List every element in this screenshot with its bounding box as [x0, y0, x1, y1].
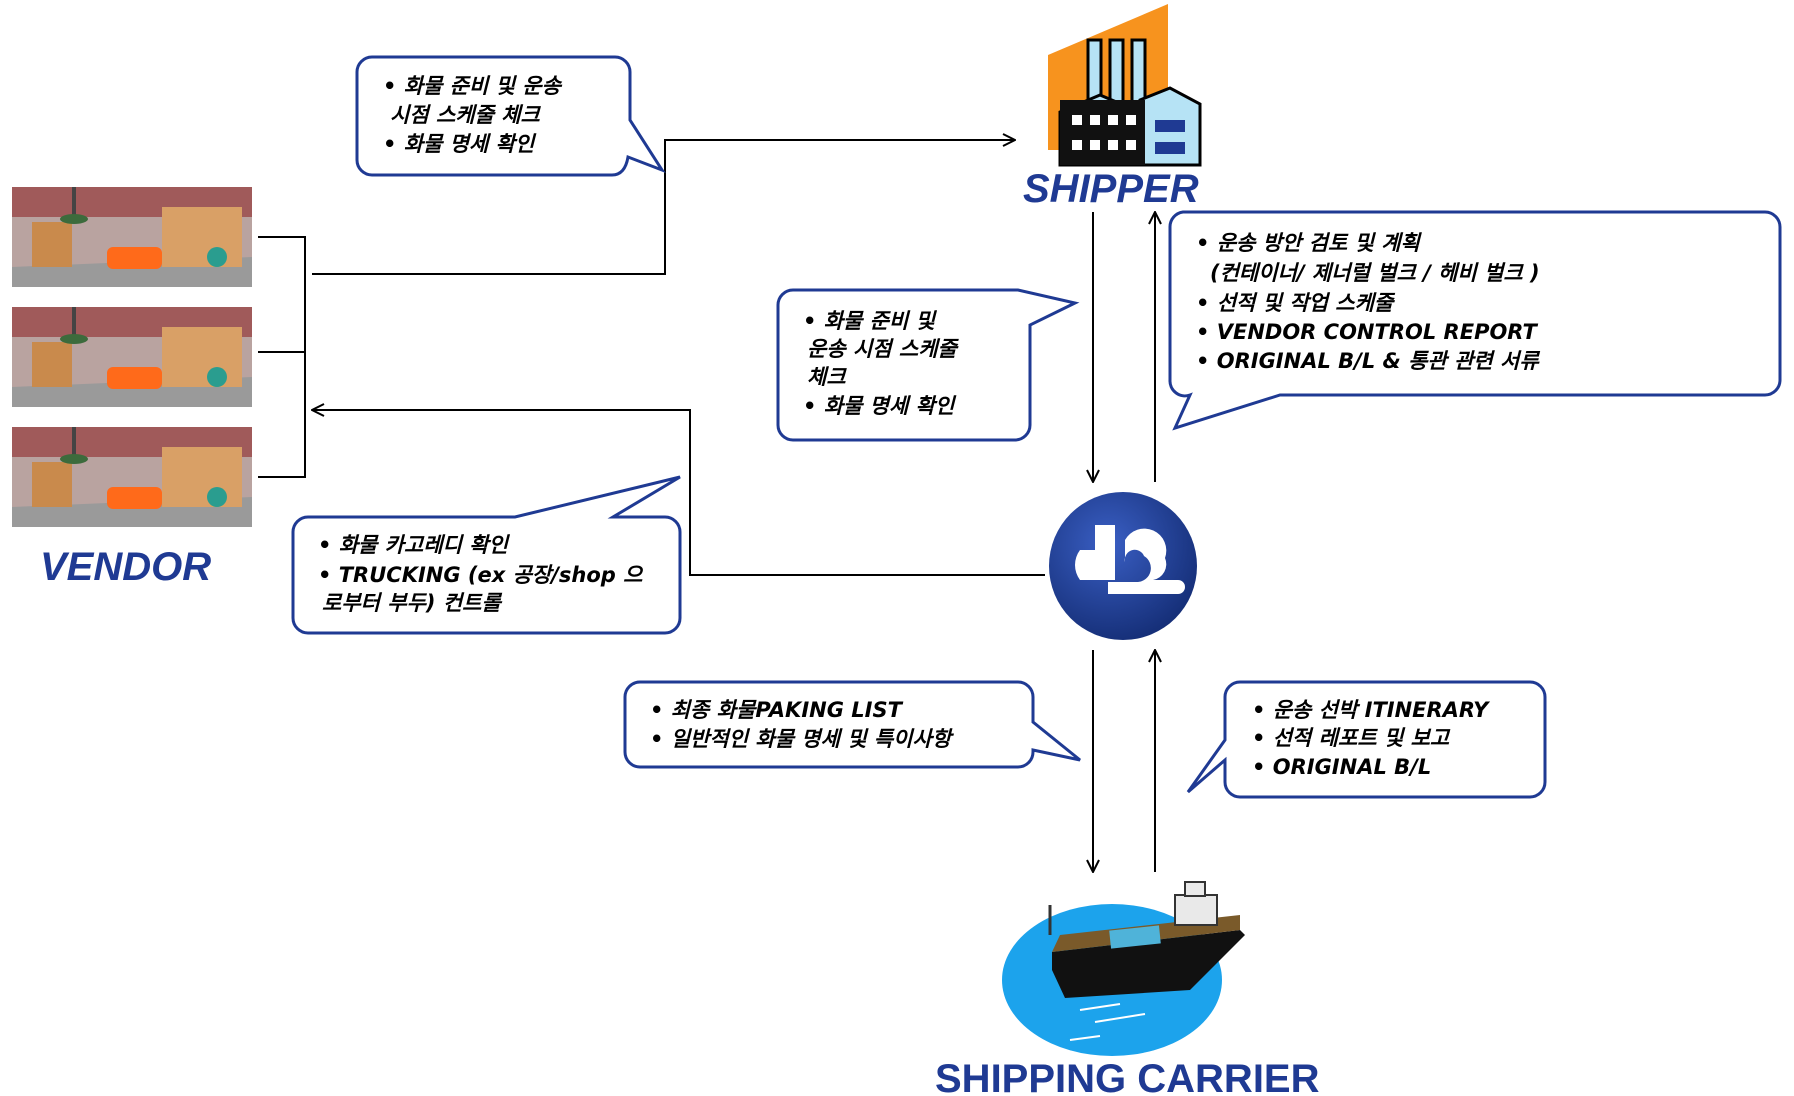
- svg-text:• ORIGINAL B/L: • ORIGINAL B/L: [1252, 755, 1431, 779]
- svg-text:• 선적 및 작업 스케줄: • 선적 및 작업 스케줄: [1196, 291, 1396, 315]
- callout-line: • 선적 레포트 및 보고: [1252, 726, 1451, 750]
- callout-line: • 화물 카고레디 확인: [318, 533, 511, 557]
- svg-text:• ORIGINAL B/L & 통관 관련 서류: • ORIGINAL B/L & 통관 관련 서류: [1196, 349, 1540, 373]
- svg-text:• 운송 선박 ITINERARY: • 운송 선박 ITINERARY: [1252, 698, 1490, 722]
- svg-text:체크: 체크: [807, 365, 847, 389]
- svg-text:• TRUCKING (ex 공장/shop 으: • TRUCKING (ex 공장/shop 으: [318, 563, 644, 587]
- svg-text:• 화물 준비 및 운송: • 화물 준비 및 운송: [383, 74, 563, 98]
- callout-line: 시점 스케줄 체크: [390, 103, 542, 127]
- callout-line: • TRUCKING (ex 공장/shop 으: [318, 563, 644, 587]
- ship-icon: [1002, 881, 1245, 1056]
- company-logo-icon: [1049, 492, 1197, 640]
- svg-text:• 일반적인 화물 명세 및 특이사항: • 일반적인 화물 명세 및 특이사항: [650, 727, 955, 751]
- callout-shipper-to-hub: • 화물 준비 및 운송 시점 스케줄 체크 • 화물 명세 확인: [776, 288, 1080, 442]
- warehouse-icon: [12, 187, 252, 287]
- callout-line: 체크: [807, 365, 847, 389]
- svg-text:운송 시점 스케줄: 운송 시점 스케줄: [807, 337, 960, 361]
- callout-hub-to-shipper: • 운송 방안 검토 및 계획 (컨테이너/ 제너럴 벌크 / 헤비 벌크 ) …: [1168, 210, 1782, 431]
- shipper-label: SHIPPER: [1023, 167, 1199, 211]
- arrow-vendor-to-shipper: [312, 140, 1015, 275]
- warehouse-icon: [12, 307, 252, 407]
- callout-line: • 화물 준비 및 운송: [383, 74, 563, 98]
- factory-icon: [1048, 4, 1202, 167]
- vendor-bracket: [258, 236, 306, 478]
- callout-vendor-to-shipper: • 화물 준비 및 운송 시점 스케줄 체크 • 화물 명세 확인: [355, 55, 666, 177]
- callout-hub-to-carrier: • 최종 화물PAKING LIST • 일반적인 화물 명세 및 특이사항: [623, 680, 1081, 769]
- callout-line: • VENDOR CONTROL REPORT: [1196, 320, 1539, 344]
- carrier-group: SHIPPING CARRIER: [935, 881, 1320, 1096]
- callout-line: • 최종 화물PAKING LIST: [650, 698, 904, 722]
- callout-hub-to-vendor: • 화물 카고레디 확인 • TRUCKING (ex 공장/shop 으 로부…: [291, 475, 682, 635]
- arrow-hub-to-vendor: [312, 410, 1045, 576]
- vendor-group: VENDOR: [12, 187, 252, 589]
- svg-text:• 운송 방안 검토 및 계획: • 운송 방안 검토 및 계획: [1196, 231, 1423, 255]
- svg-text:(컨테이너/ 제너럴 벌크 / 헤비 벌크 ): (컨테이너/ 제너럴 벌크 / 헤비 벌크 ): [1210, 261, 1540, 285]
- callout-line: • ORIGINAL B/L: [1252, 755, 1431, 779]
- callout-line: • 화물 명세 확인: [383, 132, 537, 156]
- callout-line: • 화물 준비 및: [803, 309, 938, 333]
- callout-line: • 선적 및 작업 스케줄: [1196, 291, 1396, 315]
- svg-text:• 화물 명세 확인: • 화물 명세 확인: [383, 132, 537, 156]
- callout-line: • 운송 방안 검토 및 계획: [1196, 231, 1423, 255]
- vendor-label: VENDOR: [40, 545, 211, 589]
- svg-text:• 화물 카고레디 확인: • 화물 카고레디 확인: [318, 533, 511, 557]
- svg-text:• 최종 화물PAKING LIST: • 최종 화물PAKING LIST: [650, 698, 904, 722]
- callout-carrier-to-hub: • 운송 선박 ITINERARY • 선적 레포트 및 보고 • ORIGIN…: [1186, 680, 1547, 799]
- callout-line: • 운송 선박 ITINERARY: [1252, 698, 1490, 722]
- svg-text:• 선적 레포트 및 보고: • 선적 레포트 및 보고: [1252, 726, 1451, 750]
- callout-line: • 화물 명세 확인: [803, 394, 957, 418]
- svg-text:• VENDOR CONTROL REPORT: • VENDOR CONTROL REPORT: [1196, 320, 1539, 344]
- svg-text:로부터 부두) 컨트롤: 로부터 부두) 컨트롤: [322, 591, 502, 615]
- svg-text:• 화물 명세 확인: • 화물 명세 확인: [803, 394, 957, 418]
- callout-line: (컨테이너/ 제너럴 벌크 / 헤비 벌크 ): [1210, 261, 1540, 285]
- warehouse-icon: [12, 427, 252, 527]
- svg-text:시점 스케줄 체크: 시점 스케줄 체크: [390, 103, 542, 127]
- svg-text:• 화물 준비 및: • 화물 준비 및: [803, 309, 938, 333]
- callout-line: 운송 시점 스케줄: [807, 337, 960, 361]
- carrier-label: SHIPPING CARRIER: [935, 1057, 1320, 1096]
- callout-line: • 일반적인 화물 명세 및 특이사항: [650, 727, 955, 751]
- callout-line: 로부터 부두) 컨트롤: [322, 591, 502, 615]
- callout-line: • ORIGINAL B/L & 통관 관련 서류: [1196, 349, 1540, 373]
- shipper-group: SHIPPER: [1023, 4, 1202, 211]
